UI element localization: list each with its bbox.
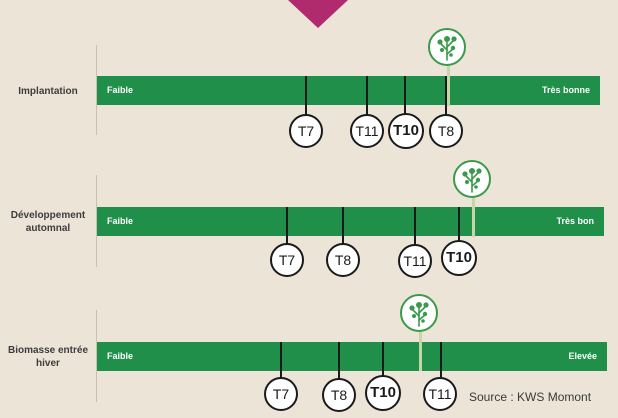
down-arrow-icon — [288, 0, 348, 28]
source-caption: Source : KWS Momont — [469, 390, 592, 404]
scale-bar-developpement: Faible Très bon — [97, 207, 604, 236]
row-separator — [96, 175, 97, 267]
marker-tick — [414, 207, 416, 247]
row-separator — [96, 45, 97, 135]
plant-icon — [453, 160, 491, 198]
marker-T10: T10 — [388, 113, 424, 149]
marker-T11: T11 — [423, 377, 457, 411]
marker-T8: T8 — [322, 378, 356, 412]
marker-T10: T10 — [365, 375, 401, 411]
row-label-developpement-automnal: Développement automnal — [10, 210, 86, 234]
marker-T8: T8 — [429, 114, 463, 148]
scale-high-label: Elevée — [568, 351, 597, 361]
marker-tick — [445, 76, 447, 118]
marker-tick — [404, 76, 406, 118]
scale-low-label: Faible — [107, 216, 134, 226]
row-label-implantation: Implantation — [18, 86, 78, 97]
marker-tick — [286, 207, 288, 247]
scale-high-label: Très bonne — [541, 85, 590, 95]
scale-low-label: Faible — [107, 85, 134, 95]
marker-T11: T11 — [398, 244, 432, 278]
plant-icon — [428, 28, 466, 66]
marker-tick — [382, 342, 384, 382]
scale-bar-implantation: Faible Très bonne — [97, 76, 600, 105]
scale-high-label: Très bon — [556, 216, 594, 226]
marker-T11: T11 — [350, 114, 384, 148]
row-label-biomasse-entree-hiver: Biomasse entrée hiver — [7, 345, 89, 369]
marker-T7: T7 — [289, 114, 323, 148]
marker-tick — [440, 342, 442, 382]
marker-T7: T7 — [270, 243, 304, 277]
marker-T7: T7 — [264, 377, 298, 411]
scale-bar-biomasse: Faible Elevée — [97, 342, 607, 371]
marker-tick — [280, 342, 282, 382]
marker-tick — [458, 207, 460, 247]
row-separator — [96, 310, 97, 402]
reference-line — [447, 60, 450, 106]
marker-tick — [305, 76, 307, 118]
marker-T10: T10 — [441, 240, 477, 276]
reference-line — [419, 326, 422, 371]
scale-low-label: Faible — [107, 351, 134, 361]
plant-icon — [400, 294, 438, 332]
marker-T8: T8 — [326, 243, 360, 277]
marker-tick — [366, 76, 368, 118]
reference-line — [472, 192, 475, 237]
marker-tick — [342, 207, 344, 247]
marker-tick — [338, 342, 340, 382]
